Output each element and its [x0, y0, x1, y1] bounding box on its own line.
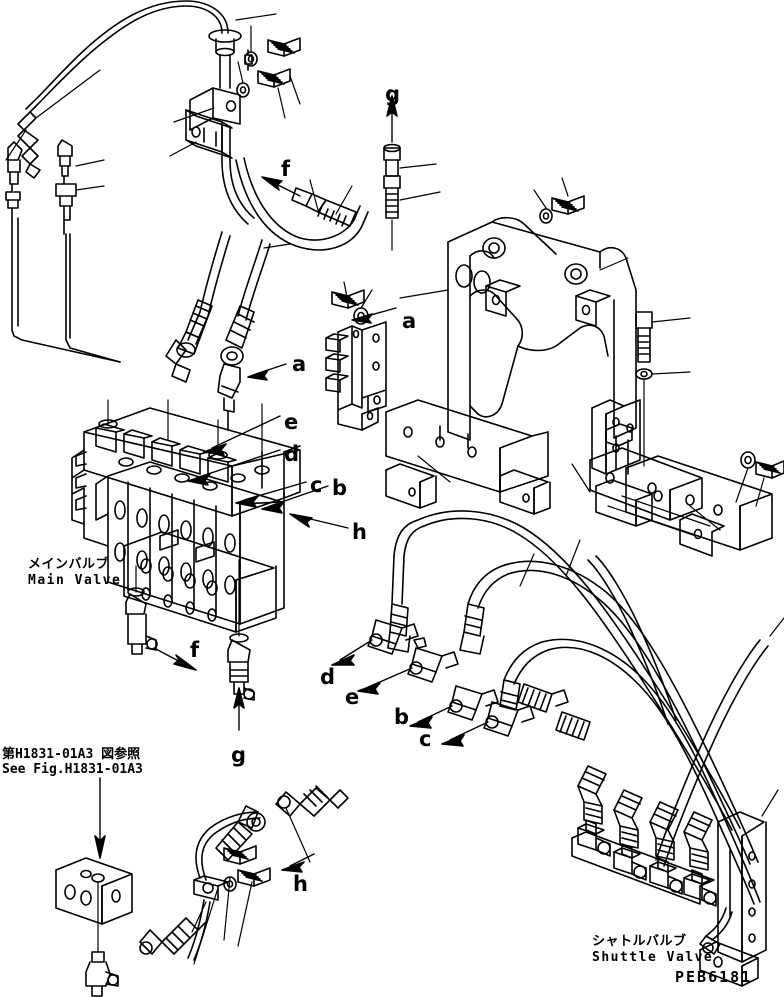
- clamp-bracket-assembly: [169, 13, 301, 225]
- hose-bottom-center: [139, 785, 349, 965]
- callout-b-upper: b: [332, 476, 348, 500]
- callout-c-upper: c: [310, 473, 323, 497]
- mounting-frame-assembly: [385, 177, 784, 557]
- fitting-g-top: [383, 143, 441, 251]
- callout-a-right: a: [402, 309, 417, 333]
- see-figure-note-jp: 第H1831-01A3 図参照: [2, 747, 141, 762]
- manifold-block: [55, 857, 133, 997]
- callout-f-top: f: [281, 157, 291, 181]
- hose-loop-upper: [235, 157, 369, 251]
- hose-left-vertical: [11, 217, 121, 363]
- fittings-lower-center: [367, 510, 761, 905]
- callout-a-top: a: [292, 352, 307, 376]
- callout-h-upper: h: [352, 520, 367, 544]
- callout-g-top: g: [385, 82, 401, 106]
- fitting-stack-left: [55, 139, 105, 235]
- drawing-number: PEB6181: [675, 968, 753, 986]
- hose-clamp-bracket: [325, 281, 387, 431]
- main-valve-label-jp: メインバルブ: [28, 557, 110, 572]
- shuttle-valve-label-en: Shuttle Valve: [592, 950, 714, 965]
- callout-d-lower: d: [320, 665, 336, 689]
- callout-d-upper: d: [284, 442, 300, 466]
- fittings-center: [165, 231, 291, 431]
- callout-h-lower: h: [293, 872, 308, 896]
- main-valve-block: [71, 407, 301, 633]
- callout-g-left: g: [231, 743, 247, 767]
- fitting-f-top: [291, 179, 357, 227]
- see-figure-note-en: See Fig.H1831-01A3: [2, 762, 143, 777]
- callout-b-lower: b: [394, 705, 410, 729]
- hose-right-long: [655, 617, 784, 867]
- hose-mid-right: [587, 555, 677, 725]
- shuttle-valve-bank: [571, 765, 779, 987]
- main-valve-label-en: Main Valve: [28, 573, 122, 588]
- callout-e-lower: e: [345, 685, 360, 709]
- fitting-f-lower: [125, 565, 158, 655]
- hose-left-lower-vertical: [65, 233, 121, 363]
- callout-f-left: f: [190, 638, 200, 662]
- callout-c-lower: c: [419, 727, 432, 751]
- callout-e-upper: e: [284, 410, 299, 434]
- shuttle-valve-label-jp: シャトルバルブ: [592, 934, 687, 949]
- hose-upper-left: [5, 0, 229, 219]
